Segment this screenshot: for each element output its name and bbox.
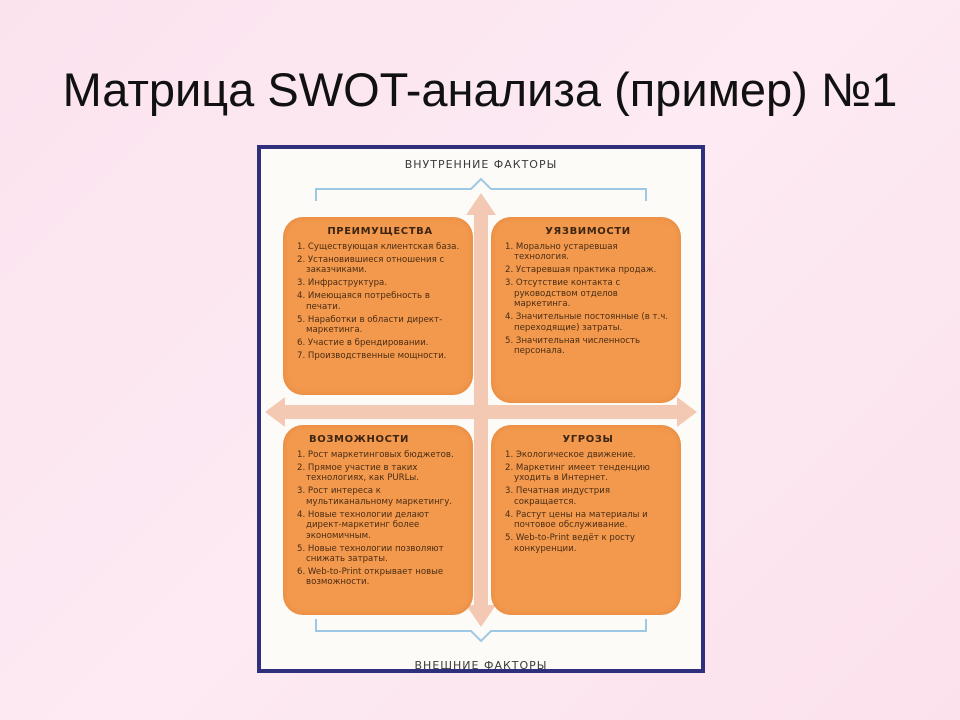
list-item: 3. Рост интереса к мультиканальному марк… xyxy=(297,486,453,507)
strengths-list: 1. Существующая клиентская база. 2. Устан… xyxy=(297,242,463,362)
list-item: 2. Маркетинг имеет тенденцию уходить в И… xyxy=(505,463,650,484)
horizontal-axis-shaft xyxy=(281,405,681,419)
list-item: 3. Инфраструктура. xyxy=(297,278,388,289)
opportunities-quadrant: ВОЗМОЖНОСТИ 1. Рост маркетинговых бюджет… xyxy=(283,425,473,615)
internal-factors-label: ВНУТРЕННИЕ ФАКТОРЫ xyxy=(404,158,558,171)
list-item: 5. Наработки в области директ-маркетинга… xyxy=(297,314,443,336)
slide-title: Матрица SWOT-анализа (пример) №1 xyxy=(62,63,898,116)
list-item: 2. Прямое участие в таких технологиях, к… xyxy=(297,463,419,484)
axes-graphic xyxy=(265,177,697,643)
list-item: 5. Новые технологии позволяют снижать за… xyxy=(297,543,444,565)
list-item: 6. Web-to-Print открывает новые возможно… xyxy=(297,567,444,588)
list-item: 1. Рост маркетинговых бюджетов. xyxy=(297,450,454,460)
list-item: 1. Морально устаревшая технология. xyxy=(505,242,618,263)
list-item: 5. Web-to-Print ведёт к росту конкуренци… xyxy=(505,533,635,554)
top-bracket xyxy=(315,177,647,201)
bottom-bracket xyxy=(315,619,647,643)
arrow-up-head xyxy=(466,193,496,215)
opportunities-list: 1. Рост маркетинговых бюджетов. 2. Прямое… xyxy=(297,450,463,588)
arrow-left-head xyxy=(265,397,285,427)
opportunities-title: ВОЗМОЖНОСТИ xyxy=(309,434,409,445)
threats-quadrant: УГРОЗЫ 1. Экологическое движение. 2. Марк… xyxy=(491,425,681,615)
list-item: 4. Растут цены на материалы и почтовое о… xyxy=(505,509,648,531)
list-item: 3. Печатная индустрия сокращается. xyxy=(505,486,610,507)
list-item: 5. Значительная численность персонала. xyxy=(505,335,641,357)
list-item: 4. Значительные постоянные (в т.ч. перех… xyxy=(505,312,669,333)
list-item: 3. Отсутствие контакта с руководством от… xyxy=(505,278,621,310)
list-item: 6. Участие в брендировании. xyxy=(297,338,429,349)
weaknesses-quadrant: УЯЗВИМОСТИ 1. Морально устаревшая технол… xyxy=(491,217,681,403)
threats-title: УГРОЗЫ xyxy=(562,434,614,445)
weaknesses-title: УЯЗВИМОСТИ xyxy=(545,226,631,237)
strengths-quadrant: ПРЕИМУЩЕСТВА 1. Существующая клиентская … xyxy=(283,217,473,395)
list-item: 7. Производственные мощности. xyxy=(297,351,447,362)
weaknesses-list: 1. Морально устаревшая технология. 2. Уст… xyxy=(505,242,671,356)
list-item: 2. Устаревшая практика продаж. xyxy=(505,265,657,276)
strengths-title: ПРЕИМУЩЕСТВА xyxy=(327,226,433,237)
arrow-right-head xyxy=(677,397,697,427)
list-item: 2. Установившиеся отношения с заказчикам… xyxy=(297,255,445,276)
threats-list: 1. Экологическое движение. 2. Маркетинг и… xyxy=(505,450,671,554)
list-item: 4. Имеющаяся потребность в печати. xyxy=(297,291,430,312)
list-item: 1. Экологическое движение. xyxy=(505,450,636,460)
external-factors-label: ВНЕШНИЕ ФАКТОРЫ xyxy=(414,659,548,672)
arrow-down-head xyxy=(466,605,496,627)
list-item: 4. Новые технологии делают директ-маркет… xyxy=(297,509,430,541)
swot-matrix-frame: ВНУТРЕННИЕ ФАКТОРЫ ВНЕШНИЕ ФАКТОРЫ ПРЕИМ… xyxy=(257,145,705,673)
list-item: 1. Существующая клиентская база. xyxy=(297,242,460,252)
